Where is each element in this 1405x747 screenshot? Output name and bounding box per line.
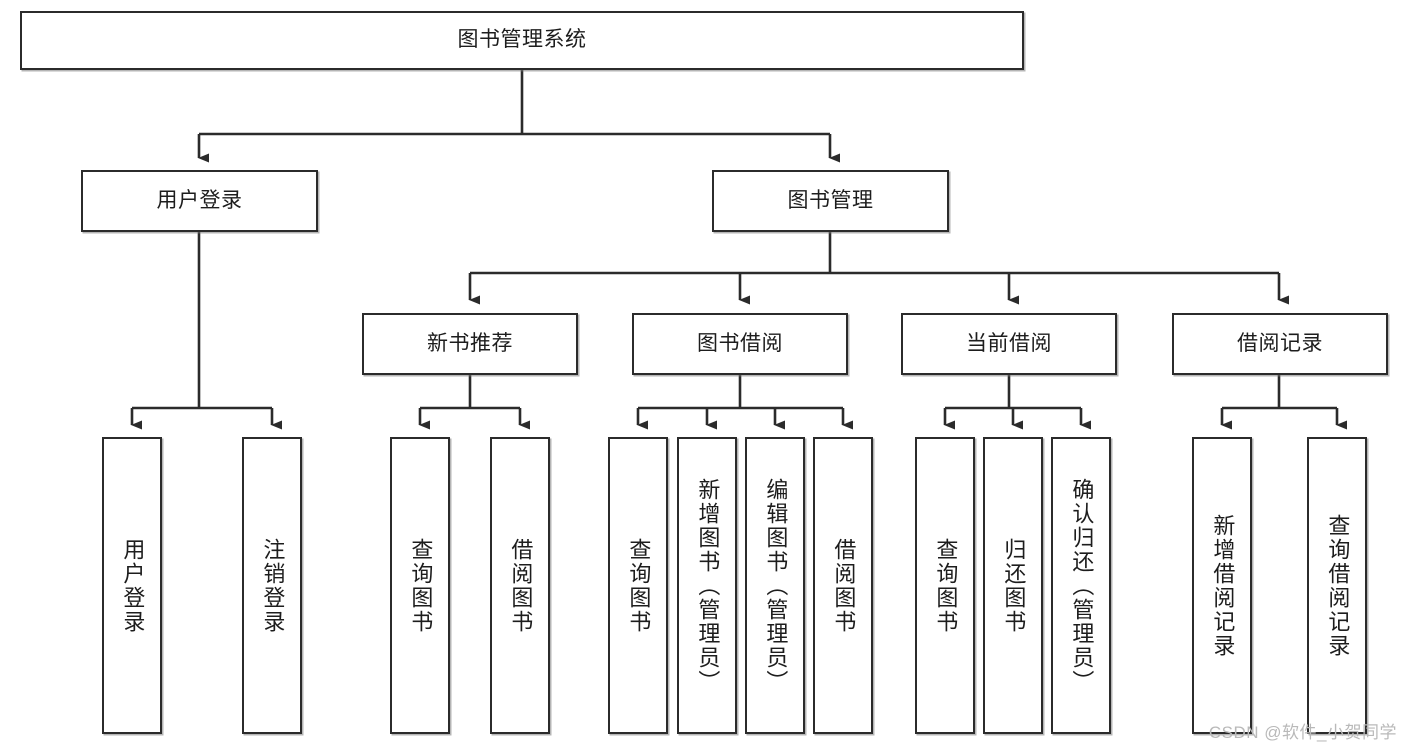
node-user-login-label: 用户登录 [156, 188, 243, 212]
node-book-borrow-label: 图书借阅 [697, 331, 783, 355]
node-leaf-logout-label: 注销登录 [260, 537, 286, 634]
node-leaf-edit-book[interactable]: 编辑图书（管理员） [745, 437, 805, 734]
node-leaf-user-login-label: 用户登录 [120, 537, 146, 634]
node-leaf-query-book-3-label: 查询图书 [933, 537, 959, 634]
node-root[interactable]: 图书管理系统 [20, 11, 1024, 70]
node-leaf-return-book-label: 归还图书 [1001, 537, 1027, 634]
node-book-borrow[interactable]: 图书借阅 [632, 313, 848, 375]
node-leaf-confirm-return[interactable]: 确认归还（管理员） [1051, 437, 1111, 734]
node-book-manage[interactable]: 图书管理 [712, 170, 949, 232]
node-leaf-query-record-label: 查询借阅记录 [1325, 513, 1351, 658]
node-leaf-add-book[interactable]: 新增图书（管理员） [677, 437, 737, 734]
node-leaf-borrow-book-1-label: 借阅图书 [508, 537, 534, 634]
node-current-borrow-label: 当前借阅 [966, 331, 1052, 355]
node-book-manage-label: 图书管理 [787, 188, 874, 212]
node-leaf-borrow-book-1[interactable]: 借阅图书 [490, 437, 550, 734]
node-borrow-record[interactable]: 借阅记录 [1172, 313, 1388, 375]
node-leaf-borrow-book-2-label: 借阅图书 [831, 537, 857, 634]
node-leaf-query-record[interactable]: 查询借阅记录 [1307, 437, 1367, 734]
node-current-borrow[interactable]: 当前借阅 [901, 313, 1117, 375]
node-leaf-edit-book-label: 编辑图书（管理员） [763, 477, 789, 694]
node-new-book-recommend[interactable]: 新书推荐 [362, 313, 578, 375]
node-leaf-query-book-1[interactable]: 查询图书 [390, 437, 450, 734]
node-leaf-add-record-label: 新增借阅记录 [1210, 513, 1236, 658]
node-borrow-record-label: 借阅记录 [1237, 331, 1323, 355]
node-leaf-add-book-label: 新增图书（管理员） [695, 477, 721, 694]
node-leaf-logout[interactable]: 注销登录 [242, 437, 302, 734]
node-user-login[interactable]: 用户登录 [81, 170, 318, 232]
node-leaf-query-book-2[interactable]: 查询图书 [608, 437, 668, 734]
node-leaf-confirm-return-label: 确认归还（管理员） [1069, 477, 1095, 694]
csdn-watermark: CSDN @软件_小贺同学 [1208, 723, 1397, 742]
node-leaf-user-login[interactable]: 用户登录 [102, 437, 162, 734]
node-leaf-return-book[interactable]: 归还图书 [983, 437, 1043, 734]
node-leaf-query-book-3[interactable]: 查询图书 [915, 437, 975, 734]
node-root-label: 图书管理系统 [457, 28, 587, 52]
node-leaf-borrow-book-2[interactable]: 借阅图书 [813, 437, 873, 734]
node-new-book-recommend-label: 新书推荐 [427, 331, 513, 355]
node-leaf-query-book-1-label: 查询图书 [408, 537, 434, 634]
node-leaf-add-record[interactable]: 新增借阅记录 [1192, 437, 1252, 734]
node-leaf-query-book-2-label: 查询图书 [626, 537, 652, 634]
